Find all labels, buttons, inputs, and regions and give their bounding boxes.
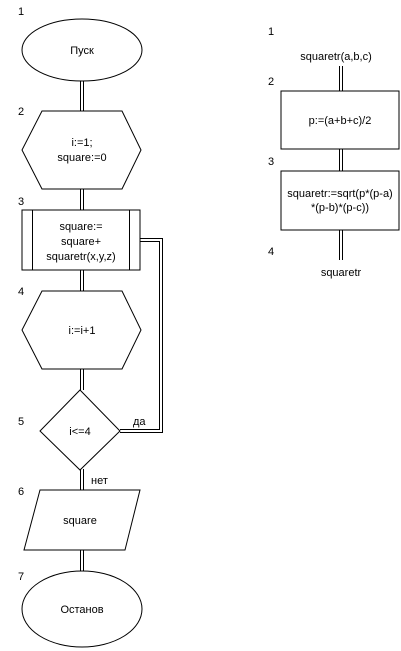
left-connectors <box>80 81 163 571</box>
sub-step-number-3: 3 <box>268 156 274 168</box>
p-process: p:=(a+b+c)/2 <box>280 90 400 150</box>
process-line-2: square+ <box>61 236 101 248</box>
process-line-3: squaretr(x,y,z) <box>46 251 115 263</box>
no-branch-label: нет <box>91 475 108 487</box>
step-number-4: 4 <box>18 286 24 298</box>
sub-step-number-1: 1 <box>268 26 274 38</box>
p-process-label: p:=(a+b+c)/2 <box>309 115 372 127</box>
sub-step-number-2: 2 <box>268 76 274 88</box>
init-line-2: square:=0 <box>57 152 106 164</box>
stop-terminal: Останов <box>21 570 143 648</box>
right-step-numbers: 1 2 3 4 <box>268 26 274 258</box>
sub-step-number-4: 4 <box>268 246 274 258</box>
increment-preparation: i:=i+1 <box>21 290 142 370</box>
sqrt-line-1: squaretr:=sqrt(p*(p-a) <box>287 188 392 200</box>
output-data: square <box>23 489 141 551</box>
left-step-numbers: 1 2 3 4 5 6 7 <box>18 6 24 583</box>
condition-decision: i<=4 <box>39 389 121 471</box>
process-line-1: square:= <box>59 221 102 233</box>
sqrt-line-2: *(p-b)*(p-c)) <box>311 202 369 214</box>
right-connectors <box>339 66 343 260</box>
output-label: square <box>63 515 97 527</box>
step-number-1: 1 <box>18 6 24 18</box>
sqrt-process: squaretr:=sqrt(p*(p-a) *(p-b)*(p-c)) <box>280 170 400 231</box>
stop-label: Останов <box>60 604 103 616</box>
step-number-2: 2 <box>18 106 24 118</box>
init-line-1: i:=1; <box>71 137 92 149</box>
step-number-5: 5 <box>18 416 24 428</box>
init-preparation: i:=1; square:=0 <box>21 110 142 190</box>
step-number-7: 7 <box>18 571 24 583</box>
start-terminal: Пуск <box>21 18 143 82</box>
start-label: Пуск <box>70 45 94 57</box>
step-number-6: 6 <box>18 486 24 498</box>
function-result: squaretr <box>321 267 362 279</box>
yes-branch-label: да <box>133 416 146 428</box>
step-number-3: 3 <box>18 196 24 208</box>
function-header: squaretr(a,b,c) <box>300 51 372 63</box>
predefined-process: square:= square+ squaretr(x,y,z) <box>21 209 141 271</box>
increment-label: i:=i+1 <box>69 325 96 337</box>
condition-label: i<=4 <box>69 426 90 438</box>
